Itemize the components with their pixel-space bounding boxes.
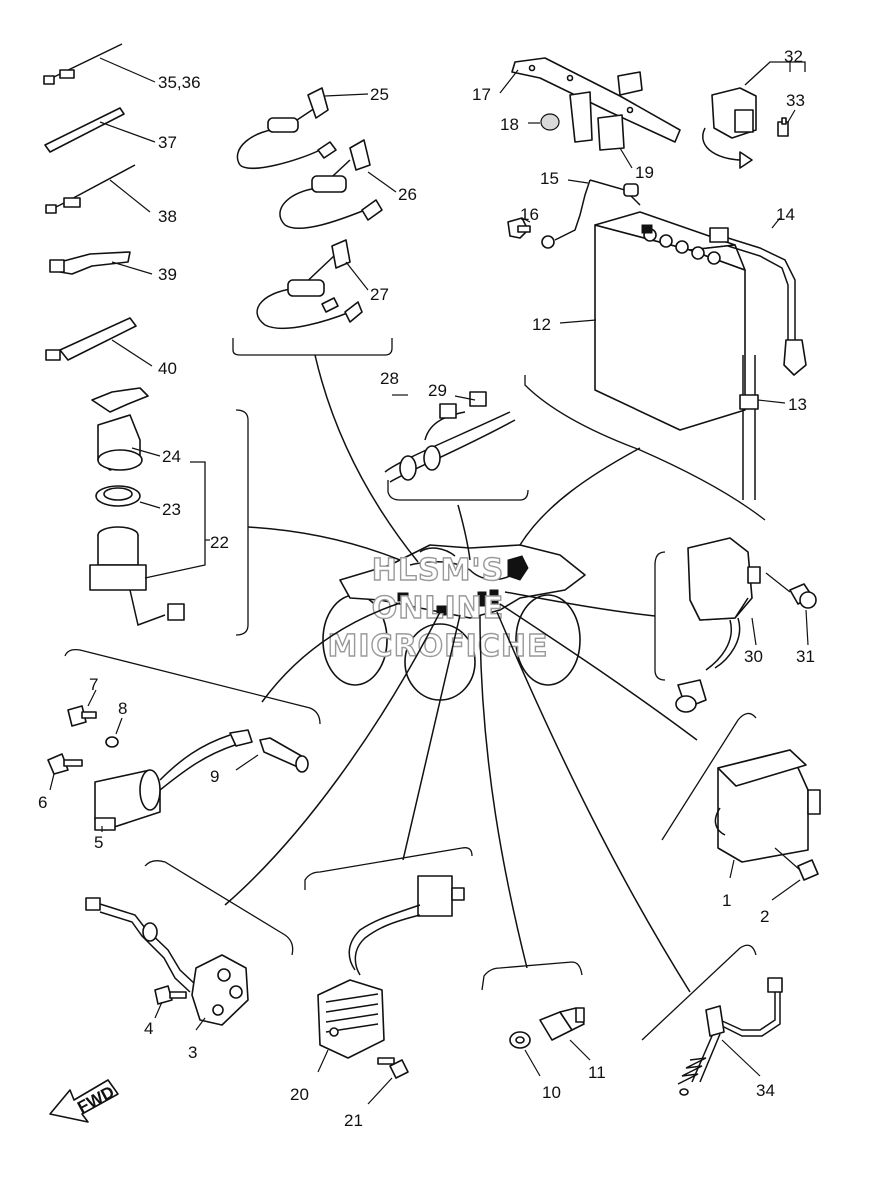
cable-ties-group: 35,36 37 38 39 40 bbox=[43, 43, 201, 378]
callout-2: 2 bbox=[760, 907, 769, 926]
callout-32: 32 bbox=[784, 47, 803, 66]
callout-5: 5 bbox=[94, 833, 103, 852]
callout-10: 10 bbox=[542, 1083, 561, 1102]
watermark-line1: HLSM'S bbox=[372, 553, 504, 588]
watermark-line3: MICROFICHE bbox=[328, 629, 549, 664]
vehicle-outline bbox=[322, 544, 586, 701]
callout-8: 8 bbox=[118, 699, 127, 718]
callout-11: 11 bbox=[588, 1063, 606, 1082]
callout-40: 40 bbox=[158, 359, 177, 378]
callout-26: 26 bbox=[398, 185, 417, 204]
callout-17: 17 bbox=[472, 85, 491, 104]
callout-6: 6 bbox=[38, 793, 47, 812]
neutral-switch-group: 10 11 bbox=[481, 961, 606, 1102]
callout-33: 33 bbox=[786, 91, 805, 110]
thermo-switch-group: 34 bbox=[641, 944, 783, 1100]
pickup-coil-group: 3 4 bbox=[85, 860, 294, 1062]
callout-39: 39 bbox=[158, 265, 177, 284]
relay-unit-group: 30 31 bbox=[654, 537, 817, 713]
ignition-coil-group: 7 8 6 5 9 bbox=[38, 648, 321, 852]
watermark: HLSM'S ONLINE MICROFICHE bbox=[327, 552, 549, 664]
callout-16: 16 bbox=[520, 205, 539, 224]
callout-20: 20 bbox=[290, 1085, 309, 1104]
callout-3: 3 bbox=[188, 1043, 197, 1062]
fwd-arrow-icon: FWD bbox=[49, 1079, 119, 1123]
callout-7: 7 bbox=[89, 675, 98, 694]
callout-24: 24 bbox=[162, 447, 181, 466]
callout-35-36: 35,36 bbox=[158, 73, 201, 92]
harness-group: 28 29 bbox=[380, 369, 529, 501]
callout-21: 21 bbox=[344, 1111, 363, 1130]
connection-lines bbox=[224, 354, 698, 993]
callout-14: 14 bbox=[776, 205, 795, 224]
rectifier-group: 20 21 bbox=[290, 847, 473, 1130]
callout-28: 28 bbox=[380, 369, 399, 388]
main-switch-group: 24 23 22 bbox=[89, 387, 249, 636]
callout-4: 4 bbox=[144, 1019, 153, 1038]
callout-1: 1 bbox=[722, 891, 731, 910]
watermark-line2: ONLINE bbox=[372, 591, 505, 626]
callout-15: 15 bbox=[540, 169, 559, 188]
callout-27: 27 bbox=[370, 285, 389, 304]
callout-19: 19 bbox=[635, 163, 654, 182]
callout-12: 12 bbox=[532, 315, 551, 334]
callout-34: 34 bbox=[756, 1081, 775, 1100]
callout-23: 23 bbox=[162, 500, 181, 519]
callout-38: 38 bbox=[158, 207, 177, 226]
cdi-unit-group: 1 2 bbox=[661, 712, 821, 926]
callout-22: 22 bbox=[210, 533, 229, 552]
callout-25: 25 bbox=[370, 85, 389, 104]
callout-29: 29 bbox=[428, 381, 447, 400]
callout-13: 13 bbox=[788, 395, 807, 414]
callout-37: 37 bbox=[158, 133, 177, 152]
callout-30: 30 bbox=[744, 647, 763, 666]
plug-caps-group: 25 26 27 bbox=[232, 85, 417, 356]
battery-group: 17 18 19 32 33 15 16 bbox=[472, 47, 807, 521]
callout-18: 18 bbox=[500, 115, 519, 134]
callout-31: 31 bbox=[796, 647, 815, 666]
callout-9: 9 bbox=[210, 767, 219, 786]
